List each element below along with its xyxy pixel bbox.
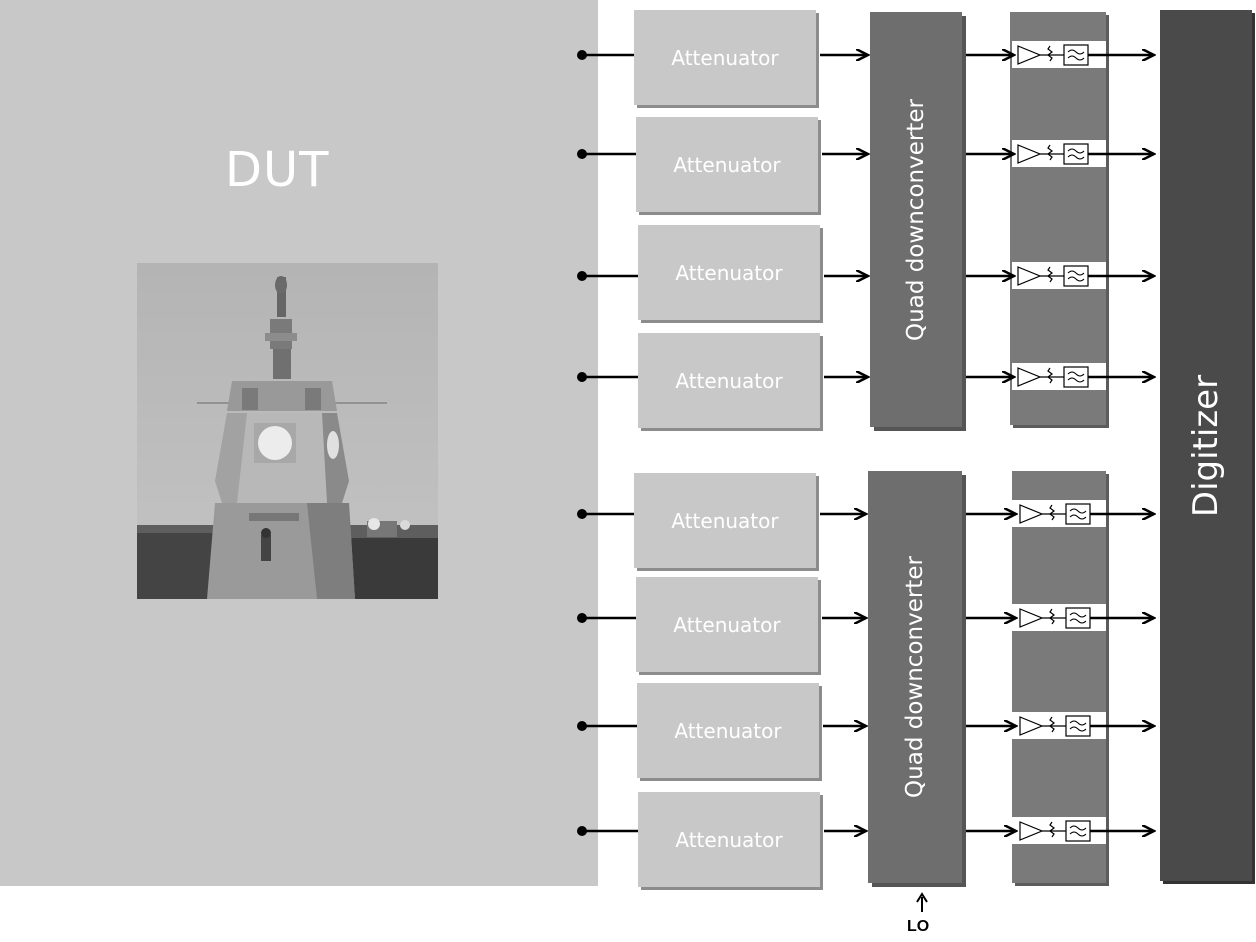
filter-wave bbox=[1067, 371, 1085, 383]
resistor-icon bbox=[1047, 144, 1053, 161]
resistor-icon bbox=[1049, 821, 1055, 838]
filter-wave bbox=[1069, 720, 1087, 732]
attenuator-box: Attenuator bbox=[638, 333, 820, 428]
filter-icon bbox=[1063, 143, 1089, 165]
filter-wave bbox=[1069, 612, 1087, 624]
amplifier-icon bbox=[1019, 716, 1044, 736]
filter-wave bbox=[1067, 49, 1085, 61]
filter-icon bbox=[1065, 607, 1091, 629]
resistor-icon bbox=[1049, 716, 1055, 733]
filter-icon bbox=[1065, 503, 1091, 525]
quad-downconverter-bottom: Quad downconverter bbox=[868, 471, 962, 883]
filter-icon bbox=[1065, 715, 1091, 737]
dut-photo bbox=[137, 263, 438, 599]
filter-icon bbox=[1063, 366, 1089, 388]
attenuator-box: Attenuator bbox=[637, 683, 819, 778]
amplifier-icon bbox=[1017, 266, 1042, 286]
attenuator-box: Attenuator bbox=[634, 10, 816, 105]
resistor-icon bbox=[1049, 608, 1055, 625]
filter-icon bbox=[1065, 820, 1091, 842]
filter-icon bbox=[1063, 265, 1089, 287]
filter-wave bbox=[1069, 508, 1087, 520]
amplifier-icon bbox=[1017, 144, 1042, 164]
resistor-icon bbox=[1047, 266, 1053, 283]
filter-wave bbox=[1067, 270, 1085, 282]
attenuator-box: Attenuator bbox=[636, 117, 818, 212]
amplifier-icon bbox=[1019, 504, 1044, 524]
resistor-icon bbox=[1047, 45, 1053, 62]
filter-wave bbox=[1067, 148, 1085, 160]
filter-wave bbox=[1069, 825, 1087, 837]
attenuator-box: Attenuator bbox=[638, 792, 820, 887]
attenuator-box: Attenuator bbox=[636, 577, 818, 672]
quad-downconverter-top: Quad downconverter bbox=[870, 12, 962, 427]
amplifier-icon bbox=[1017, 45, 1042, 65]
resistor-icon bbox=[1047, 367, 1053, 384]
amp-filter-strip-top bbox=[1010, 12, 1106, 425]
resistor-icon bbox=[1049, 504, 1055, 521]
amplifier-icon bbox=[1017, 367, 1042, 387]
digitizer-box: Digitizer bbox=[1160, 10, 1252, 881]
amplifier-icon bbox=[1019, 608, 1044, 628]
attenuator-box: Attenuator bbox=[634, 473, 816, 568]
lo-label: LO bbox=[907, 918, 930, 935]
amp-filter-strip-bottom bbox=[1012, 471, 1106, 883]
attenuator-box: Attenuator bbox=[638, 225, 820, 320]
dut-label: DUT bbox=[225, 142, 330, 198]
amplifier-icon bbox=[1019, 821, 1044, 841]
filter-icon bbox=[1063, 44, 1089, 66]
